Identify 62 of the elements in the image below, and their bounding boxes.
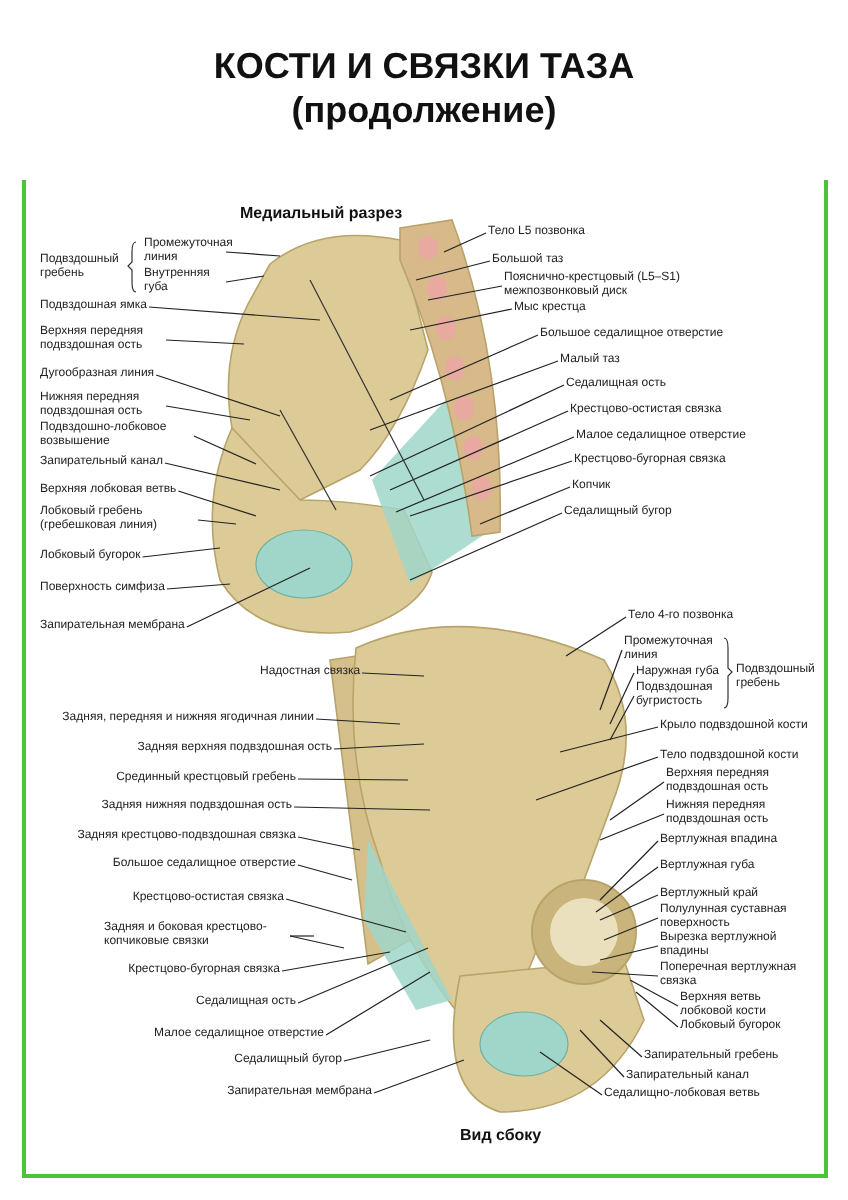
leader-line — [285, 898, 407, 933]
leader-line — [148, 306, 321, 321]
leader-line — [373, 1059, 465, 1094]
leader-line — [177, 490, 257, 517]
leader-line — [197, 519, 237, 525]
leader-line — [193, 435, 257, 465]
leader-line — [166, 583, 231, 590]
leader-line — [297, 947, 429, 1004]
leader-line — [165, 405, 251, 421]
leader-line — [325, 971, 431, 1036]
leader-line — [186, 567, 311, 628]
leader-line — [315, 718, 401, 725]
leader-line — [635, 991, 679, 1028]
leader-line — [361, 672, 425, 677]
leader-line — [609, 672, 635, 725]
leader-line — [409, 308, 513, 331]
leader-line — [369, 360, 559, 431]
leader-line — [595, 866, 659, 913]
leader-line — [579, 1029, 625, 1078]
leader-line — [409, 512, 563, 581]
leader-line — [297, 864, 353, 881]
leader-line — [164, 462, 281, 491]
leader-line — [289, 935, 315, 937]
leader-line — [293, 806, 431, 811]
leader-line — [389, 334, 539, 401]
leader-line — [599, 840, 659, 901]
leader-line — [389, 410, 569, 491]
leader-line — [343, 1039, 431, 1062]
leader-line — [599, 649, 623, 711]
leader-line — [479, 486, 571, 525]
leader-line — [297, 836, 361, 851]
leader-line — [599, 813, 665, 841]
view-heading: Вид сбоку — [460, 1126, 542, 1144]
leader-line — [599, 945, 659, 961]
leader-line — [409, 460, 573, 517]
leader-line — [629, 979, 679, 1007]
leader-line — [609, 781, 665, 821]
leader-line — [443, 232, 487, 253]
leader-line — [539, 1051, 603, 1096]
leader-line — [369, 384, 565, 477]
leader-line — [535, 756, 659, 801]
leader-line — [415, 260, 491, 281]
leader-line — [155, 374, 281, 417]
leader-line — [289, 935, 345, 949]
leader-line — [565, 616, 627, 657]
leader-line — [599, 1019, 643, 1058]
leader-line — [165, 339, 245, 345]
view-heading: Медиальный разрез — [240, 204, 403, 222]
leader-line — [591, 971, 659, 977]
leader-line — [603, 917, 659, 941]
leader-line — [297, 778, 409, 781]
leader-line — [427, 285, 503, 301]
leader-line — [281, 951, 391, 972]
leader-line — [559, 726, 659, 753]
leader-line — [599, 894, 659, 921]
leader-line — [225, 275, 265, 283]
leader-line — [609, 695, 635, 741]
leader-line — [333, 743, 425, 750]
leader-line — [395, 436, 575, 513]
poster-title: КОСТИ И СВЯЗКИ ТАЗА (продолжение) — [211, 44, 637, 132]
leader-line — [225, 251, 281, 257]
leader-line — [141, 547, 221, 558]
